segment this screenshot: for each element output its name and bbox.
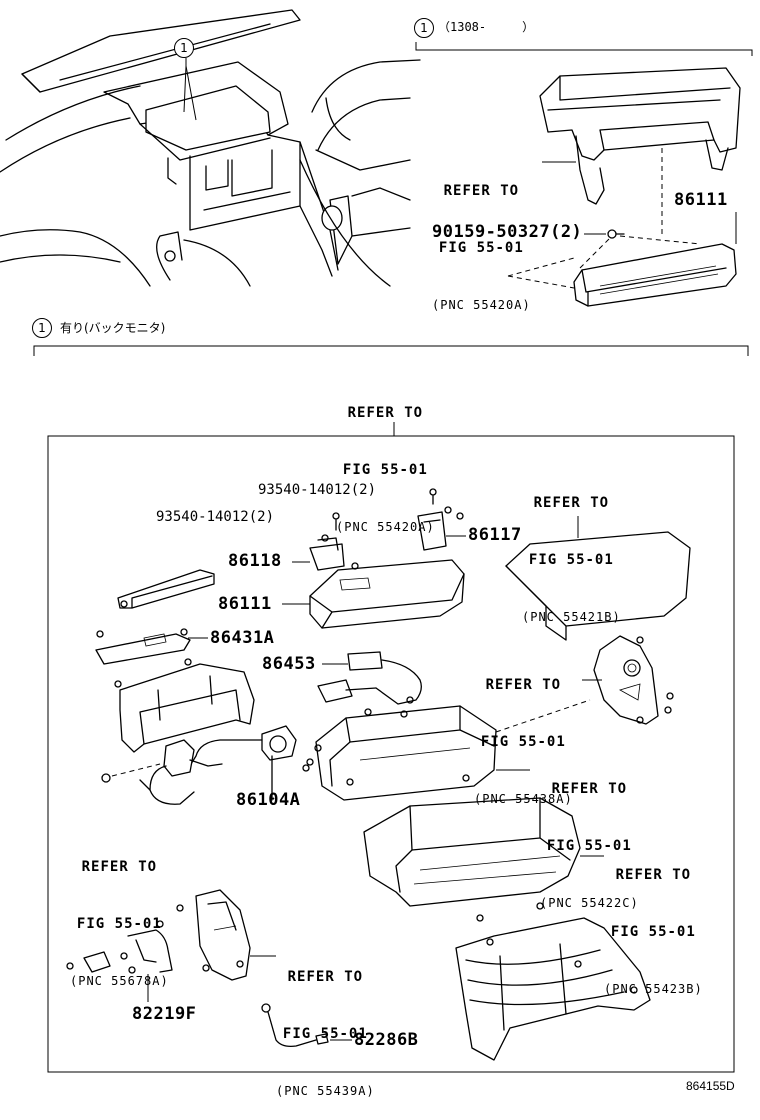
assembly-drawing xyxy=(66,488,691,1061)
refer-55439a: REFER TO FIG 55-01 (PNC 55439A) xyxy=(276,969,375,1098)
refer-55438a: REFER TO FIG 55-01 (PNC 55438A) xyxy=(474,677,573,806)
refer-55421b: REFER TO FIG 55-01 (PNC 55421B) xyxy=(522,495,621,624)
diagram-code: 864155D xyxy=(686,1079,735,1093)
refer-55423b: REFER TO FIG 55-01 (PNC 55423B) xyxy=(604,867,703,996)
part-82219f: 82219F xyxy=(132,1004,197,1024)
section-bracket xyxy=(33,345,749,356)
part-86431a: 86431A xyxy=(210,628,275,648)
callout-1-overview: 1 xyxy=(174,38,194,58)
condition-note: 有り(バックモニタ) xyxy=(60,321,166,335)
variant-drawing xyxy=(415,42,753,307)
refer-55420a-top: REFER TO FIG 55-01 (PNC 55420A) xyxy=(432,183,531,312)
screw-93540-14012-a: 93540-14012(2) xyxy=(258,482,377,498)
refer-55678a: REFER TO FIG 55-01 (PNC 55678A) xyxy=(70,859,169,988)
variant-period: （1308- ） xyxy=(438,20,535,34)
part-86104a: 86104A xyxy=(236,790,301,810)
dashboard-overview-drawing xyxy=(0,9,421,287)
callout-1-variant: 1 xyxy=(414,18,434,38)
screw-93540-14012-b: 93540-14012(2) xyxy=(156,509,275,525)
part-86111-top: 86111 xyxy=(674,190,728,210)
part-86111-main: 86111 xyxy=(218,594,272,614)
part-82286b: 82286B xyxy=(354,1030,419,1050)
refer-55422c: REFER TO FIG 55-01 (PNC 55422C) xyxy=(540,781,639,910)
part-86117: 86117 xyxy=(468,525,522,545)
main-frame xyxy=(47,435,735,1073)
part-86118: 86118 xyxy=(228,551,282,571)
callout-1-main: 1 xyxy=(32,318,52,338)
bolt-90159-50327: 90159-50327(2) xyxy=(432,222,583,242)
part-86453: 86453 xyxy=(262,654,316,674)
refer-55420a-main: REFER TO FIG 55-01 (PNC 55420A) xyxy=(336,405,435,534)
